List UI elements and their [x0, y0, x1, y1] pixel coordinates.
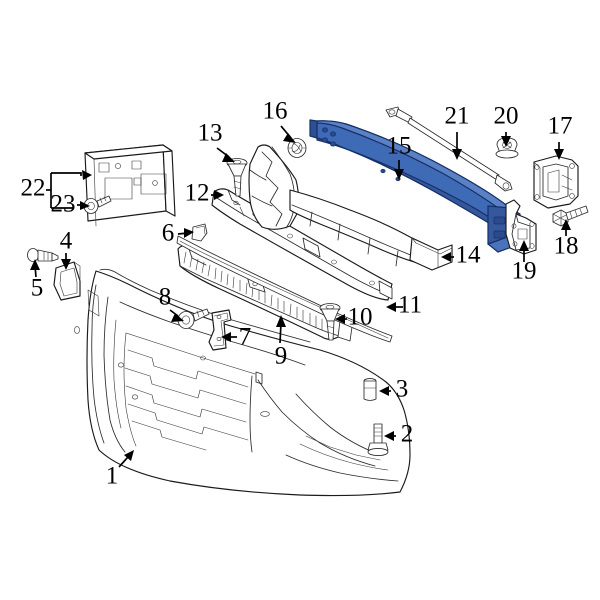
leader-4 [61, 253, 71, 270]
callout-number-labels: 1 2 3 4 5 6 7 8 9 10 11 12 13 14 15 16 1… [21, 98, 579, 490]
callout-number-18: 18 [554, 233, 579, 260]
leader-18 [561, 219, 571, 236]
leader-5 [30, 259, 40, 278]
leader-17 [554, 142, 564, 160]
part-flange-bolt [367, 423, 389, 457]
callout-number-11: 11 [398, 292, 422, 319]
callout-number-10: 10 [348, 304, 373, 331]
callout-number-13: 13 [198, 120, 223, 147]
callout-number-8: 8 [159, 284, 172, 311]
leader-13 [216, 147, 235, 162]
part-lower-seal-strip [176, 235, 393, 343]
leader-9 [276, 315, 286, 344]
callout-number-22: 22 [21, 175, 46, 202]
callout-number-6: 6 [162, 220, 175, 247]
leader-2 [384, 431, 396, 441]
leader-20 [501, 132, 511, 147]
callout-number-5: 5 [31, 275, 44, 302]
callout-number-15: 15 [387, 133, 412, 160]
callout-number-19: 19 [512, 258, 537, 285]
callout-number-21: 21 [445, 103, 470, 130]
callout-number-16: 16 [263, 98, 288, 125]
part-hex-flange-bolt [552, 205, 589, 227]
callout-number-20: 20 [494, 103, 519, 130]
leader-16 [280, 125, 296, 143]
part-front-bumper-cover [74, 268, 411, 497]
part-retainer-nut [287, 138, 307, 158]
part-frame-mount-plate [533, 155, 579, 209]
leader-8 [169, 309, 184, 322]
callout-number-2: 2 [401, 421, 414, 448]
part-side-retainer-bracket [53, 261, 81, 301]
leader-3 [379, 386, 391, 396]
leader-19 [519, 240, 529, 262]
callout-bracket-22-23 [46, 170, 92, 210]
leader-6 [177, 228, 194, 238]
part-push-retainer [319, 303, 341, 341]
leader-10 [335, 314, 347, 324]
part-push-pin-clip [27, 248, 59, 262]
leader-21 [452, 132, 462, 160]
part-license-plate-bracket [84, 144, 176, 227]
callout-number-7: 7 [239, 324, 252, 351]
part-wedge-clip [191, 223, 208, 242]
leader-12 [211, 190, 224, 200]
leader-7 [221, 332, 237, 342]
part-impact-absorber-foam [248, 144, 453, 271]
leader-15 [394, 160, 404, 180]
part-side-support-bracket [505, 199, 537, 255]
leader-11 [386, 302, 403, 312]
part-fastener-clip [226, 158, 248, 197]
leader-14 [441, 252, 454, 262]
part-mounting-bracket [208, 309, 232, 351]
callout-number-9: 9 [275, 343, 288, 370]
callout-number-17: 17 [548, 113, 573, 140]
leader-1 [118, 450, 134, 468]
part-spacer-pin [363, 378, 377, 401]
callout-number-3: 3 [396, 376, 409, 403]
part-energy-absorber [177, 244, 353, 342]
callout-number-23: 23 [51, 191, 76, 218]
callout-number-1: 1 [106, 463, 119, 490]
callout-number-14: 14 [456, 242, 482, 269]
part-grommet-cap [495, 137, 519, 159]
callout-number-12: 12 [185, 180, 210, 207]
callout-number-4: 4 [60, 228, 73, 255]
